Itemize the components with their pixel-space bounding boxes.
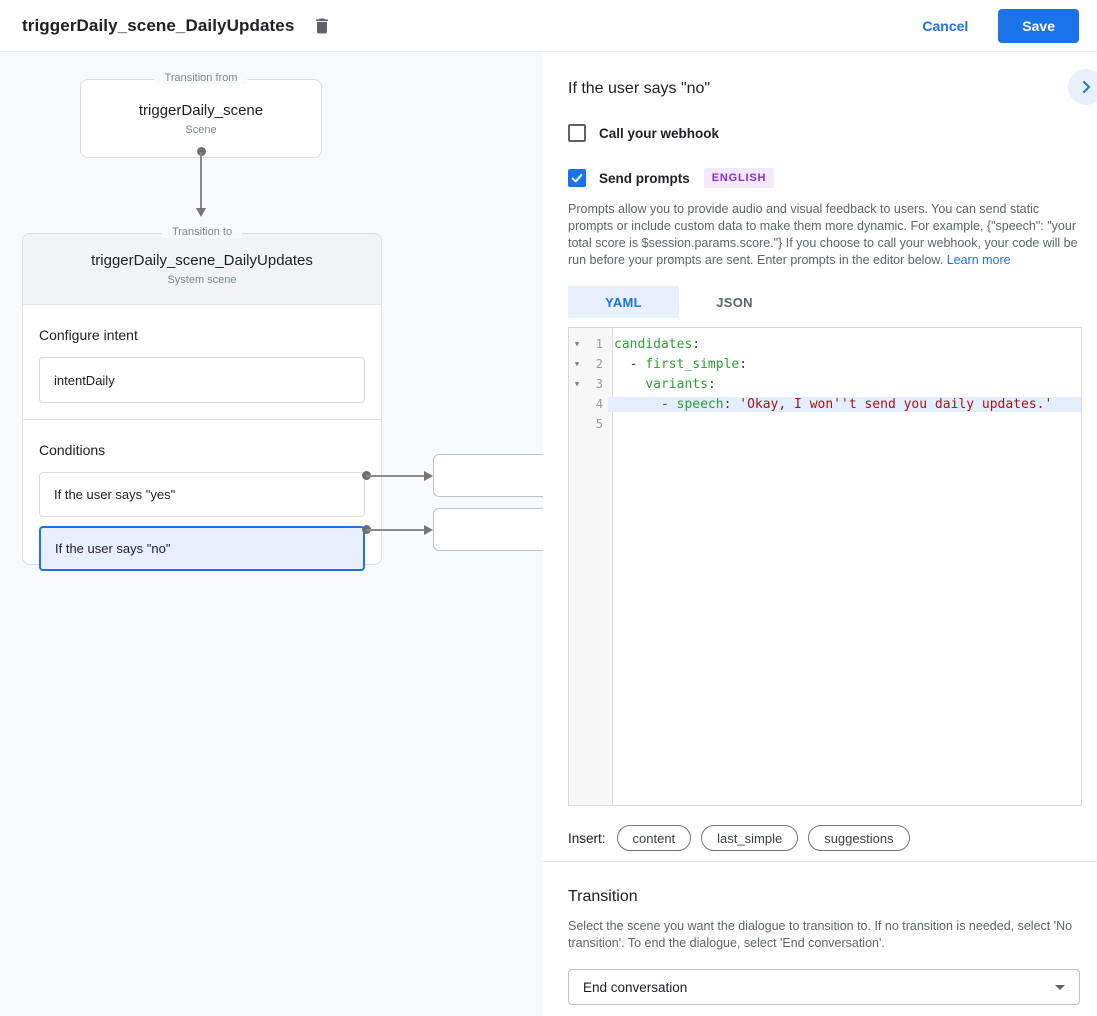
line-number: 1 <box>595 337 603 351</box>
condition-yes-line <box>366 475 424 477</box>
scene-flow-canvas: Transition from triggerDaily_scene Scene… <box>0 52 543 1016</box>
prompts-description-text: Prompts allow you to provide audio and v… <box>568 202 1078 267</box>
code-lines: ▼ 1 candidates: ▼ 2 - first_simple: ▼ 3 varian… <box>569 328 1081 434</box>
language-badge: ENGLISH <box>703 168 775 188</box>
send-prompts-label: Send prompts <box>599 170 690 186</box>
condition-detail-panel: If the user says "no" Call your webhook … <box>543 52 1097 1016</box>
editor-tabs: YAML JSON <box>568 286 1080 318</box>
intent-field[interactable]: intentDaily <box>39 357 365 403</box>
conditions-label: Conditions <box>39 442 106 458</box>
insert-row: Insert: content last_simple suggestions <box>568 825 1080 851</box>
webhook-row: Call your webhook <box>568 124 1080 142</box>
delete-button[interactable] <box>308 12 336 40</box>
fold-arrow-icon[interactable]: ▼ <box>574 360 580 368</box>
configure-intent-section: Configure intent intentDaily <box>23 305 381 419</box>
connector-dot <box>197 147 206 156</box>
transition-from-node[interactable]: Transition from triggerDaily_scene Scene <box>80 72 322 158</box>
prompts-description: Prompts allow you to provide audio and v… <box>568 201 1080 269</box>
code-line: ▼ 2 - first_simple: <box>569 354 1081 374</box>
code-line-text[interactable]: - speech: 'Okay, I won''t send you daily… <box>608 396 1081 412</box>
panel-title: If the user says "no" <box>568 80 711 97</box>
condition-no-target-card[interactable] <box>433 508 543 551</box>
top-header: triggerDaily_scene_DailyUpdates Cancel S… <box>0 0 1097 52</box>
call-webhook-label: Call your webhook <box>599 125 720 141</box>
condition-yes-target-card[interactable] <box>433 454 543 497</box>
to-node-subtitle: System scene <box>167 274 237 286</box>
insert-chip-suggestions[interactable]: suggestions <box>808 825 910 851</box>
call-webhook-checkbox[interactable] <box>568 124 586 142</box>
insert-chip-content[interactable]: content <box>616 825 692 851</box>
conditions-list: If the user says "yes" If the user says "… <box>39 472 365 571</box>
transition-to-label: Transition to <box>161 226 243 238</box>
code-line-text[interactable]: candidates: <box>614 336 701 352</box>
insert-chip-last_simple[interactable]: last_simple <box>701 825 799 851</box>
condition-item[interactable]: If the user says "no" <box>39 526 365 571</box>
page-title: triggerDaily_scene_DailyUpdates <box>22 15 295 35</box>
conditions-section: Conditions If the user says "yes"If the … <box>23 420 381 596</box>
checkmark-icon <box>570 171 584 185</box>
section-divider <box>23 419 381 420</box>
fold-arrow-icon[interactable]: ▼ <box>574 380 580 388</box>
condition-item[interactable]: If the user says "yes" <box>39 472 365 517</box>
line-number: 2 <box>595 357 603 371</box>
code-line-text[interactable]: - first_simple: <box>614 356 748 372</box>
send-prompts-checkbox[interactable] <box>568 169 586 187</box>
dropdown-caret-icon <box>1055 984 1065 990</box>
configure-intent-label: Configure intent <box>39 327 138 343</box>
transition-to-node: Transition to triggerDaily_scene_DailyUp… <box>22 226 382 571</box>
transition-from-label: Transition from <box>154 72 248 84</box>
to-node-header[interactable]: triggerDaily_scene_DailyUpdates System s… <box>23 234 381 305</box>
transition-dropdown[interactable]: End conversation <box>568 969 1080 1005</box>
arrow-down-icon <box>196 208 206 217</box>
transition-heading: Transition <box>568 888 638 905</box>
editor-gutter <box>569 328 613 805</box>
insert-chips: content last_simple suggestions <box>616 825 920 851</box>
transition-dropdown-value: End conversation <box>583 979 688 995</box>
save-button[interactable]: Save <box>998 8 1079 43</box>
line-number: 5 <box>595 417 603 431</box>
arrow-right-icon <box>424 471 433 481</box>
condition-no-line <box>366 529 424 531</box>
learn-more-link[interactable]: Learn more <box>946 253 1011 267</box>
code-line: ▼ 3 variants: <box>569 374 1081 394</box>
code-line: ▼ 1 candidates: <box>569 334 1081 354</box>
code-line: 4 - speech: 'Okay, I won''t send you dai… <box>569 394 1081 414</box>
connector-line <box>200 152 202 208</box>
transition-description: Select the scene you want the dialogue t… <box>568 919 1073 950</box>
tab-json[interactable]: JSON <box>716 294 753 310</box>
code-line: 5 <box>569 414 1081 434</box>
arrow-right-icon <box>424 525 433 535</box>
chevron-right-icon <box>1078 79 1094 95</box>
transition-section: Transition Select the scene you want the… <box>543 861 1097 1005</box>
trash-icon <box>312 16 332 36</box>
line-number: 4 <box>595 397 603 411</box>
from-node-title: triggerDaily_scene <box>138 101 264 119</box>
collapse-panel-button[interactable] <box>1068 69 1097 105</box>
code-editor[interactable]: ▼ 1 candidates: ▼ 2 - first_simple: ▼ 3 varian… <box>568 327 1082 806</box>
from-node-subtitle: Scene <box>185 123 217 136</box>
to-node-title: triggerDaily_scene_DailyUpdates <box>91 252 313 269</box>
code-line-text[interactable]: variants: <box>645 376 716 392</box>
fold-arrow-icon[interactable]: ▼ <box>574 340 580 348</box>
insert-label: Insert: <box>568 830 606 846</box>
tab-yaml[interactable]: YAML <box>568 286 679 318</box>
cancel-button[interactable]: Cancel <box>906 10 984 42</box>
send-prompts-row: Send prompts ENGLISH <box>568 168 1080 188</box>
line-number: 3 <box>595 377 603 391</box>
